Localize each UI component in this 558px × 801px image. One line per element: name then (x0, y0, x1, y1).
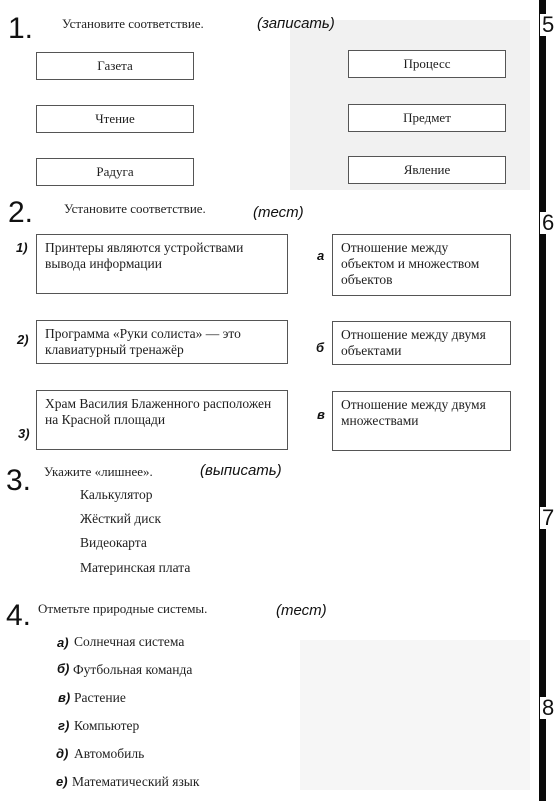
q3-title: Укажите «лишнее». (44, 464, 153, 479)
q2-right-label-v: в (317, 407, 325, 422)
q4-label-b: б) (57, 661, 70, 676)
q4-note: (тест) (276, 602, 327, 619)
q4-item-g[interactable]: Компьютер (74, 718, 140, 733)
q2-left-box-1[interactable]: Принтеры являются устройствами вывода ин… (36, 234, 288, 294)
q4-number: 4. (6, 599, 32, 632)
background-smudge (300, 640, 530, 790)
side-number-7: 7 (540, 505, 557, 530)
q4-label-d: д) (56, 746, 69, 761)
q2-right-box-v[interactable]: Отношение между двумя множествами (332, 391, 511, 451)
q1-right-box-3[interactable]: Явление (348, 156, 506, 184)
q1-right-box-2[interactable]: Предмет (348, 104, 506, 132)
q3-note: (выписать) (200, 462, 282, 479)
q4-item-e[interactable]: Математический язык (72, 774, 200, 789)
q2-right-label-a: а (317, 248, 325, 263)
q1-note: (записать) (257, 15, 335, 32)
q4-label-a: а) (57, 635, 69, 650)
side-number-5: 5 (540, 12, 557, 37)
q2-left-label-3: 3) (18, 426, 30, 441)
q4-item-b[interactable]: Футбольная команда (73, 662, 193, 677)
q2-title: Установите соответствие. (64, 201, 206, 216)
q2-right-label-b: б (316, 340, 325, 355)
q3-number: 3. (6, 464, 32, 497)
q4-label-g: г) (58, 718, 70, 733)
q3-item-3[interactable]: Видеокарта (80, 535, 147, 550)
q2-number: 2. (8, 196, 34, 229)
q2-left-box-3[interactable]: Храм Василия Блаженного расположен на Кр… (36, 390, 288, 450)
q4-label-v: в) (58, 690, 71, 705)
q4-item-a[interactable]: Солнечная система (74, 634, 185, 649)
q1-left-box-2[interactable]: Чтение (36, 105, 194, 133)
side-number-8: 8 (540, 695, 557, 720)
q3-item-1[interactable]: Калькулятор (80, 487, 153, 502)
side-number-6: 6 (540, 210, 557, 235)
q2-left-label-1: 1) (16, 240, 28, 255)
q4-label-e: е) (56, 774, 68, 789)
q2-left-box-2[interactable]: Программа «Руки солиста» — это клавиатур… (36, 320, 288, 364)
q4-item-v[interactable]: Растение (74, 690, 126, 705)
q2-right-box-a[interactable]: Отношение между объектом и множеством об… (332, 234, 511, 296)
q3-item-4[interactable]: Материнская плата (80, 560, 191, 575)
q1-left-box-3[interactable]: Радуга (36, 158, 194, 186)
q3-item-2[interactable]: Жёсткий диск (80, 511, 162, 526)
page-divider (539, 0, 546, 801)
q1-title: Установите соответствие. (62, 16, 204, 31)
q4-item-d[interactable]: Автомобиль (74, 746, 145, 761)
q1-right-box-1[interactable]: Процесс (348, 50, 506, 78)
q2-note: (тест) (253, 204, 304, 221)
q2-right-box-b[interactable]: Отношение между двумя объектами (332, 321, 511, 365)
q1-left-box-1[interactable]: Газета (36, 52, 194, 80)
q1-number: 1. (8, 12, 34, 45)
q4-title: Отметьте природные системы. (38, 601, 208, 616)
q2-left-label-2: 2) (17, 332, 29, 347)
